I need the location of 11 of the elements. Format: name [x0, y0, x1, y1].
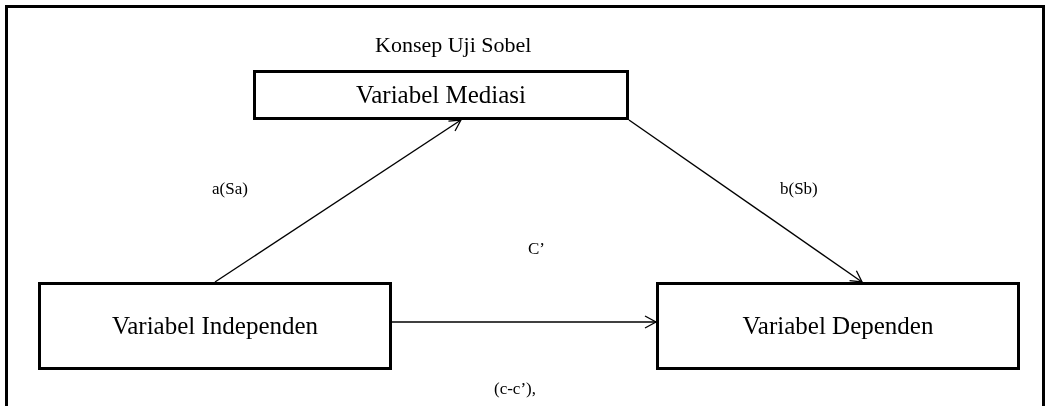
edge-label: C’ — [528, 240, 545, 257]
variable-box: Variabel Mediasi — [253, 70, 629, 120]
arrow — [391, 315, 657, 329]
path-coefficient-label: (c-c’), — [494, 380, 536, 397]
edge-label: a(Sa) — [212, 180, 248, 197]
variable-box: Variabel Dependen — [656, 282, 1020, 370]
variable-box: Variabel Independen — [38, 282, 392, 370]
diagram-title: Konsep Uji Sobel — [375, 34, 532, 56]
edge-label: b(Sb) — [780, 180, 818, 197]
arrow — [628, 119, 863, 283]
arrow — [214, 119, 462, 283]
